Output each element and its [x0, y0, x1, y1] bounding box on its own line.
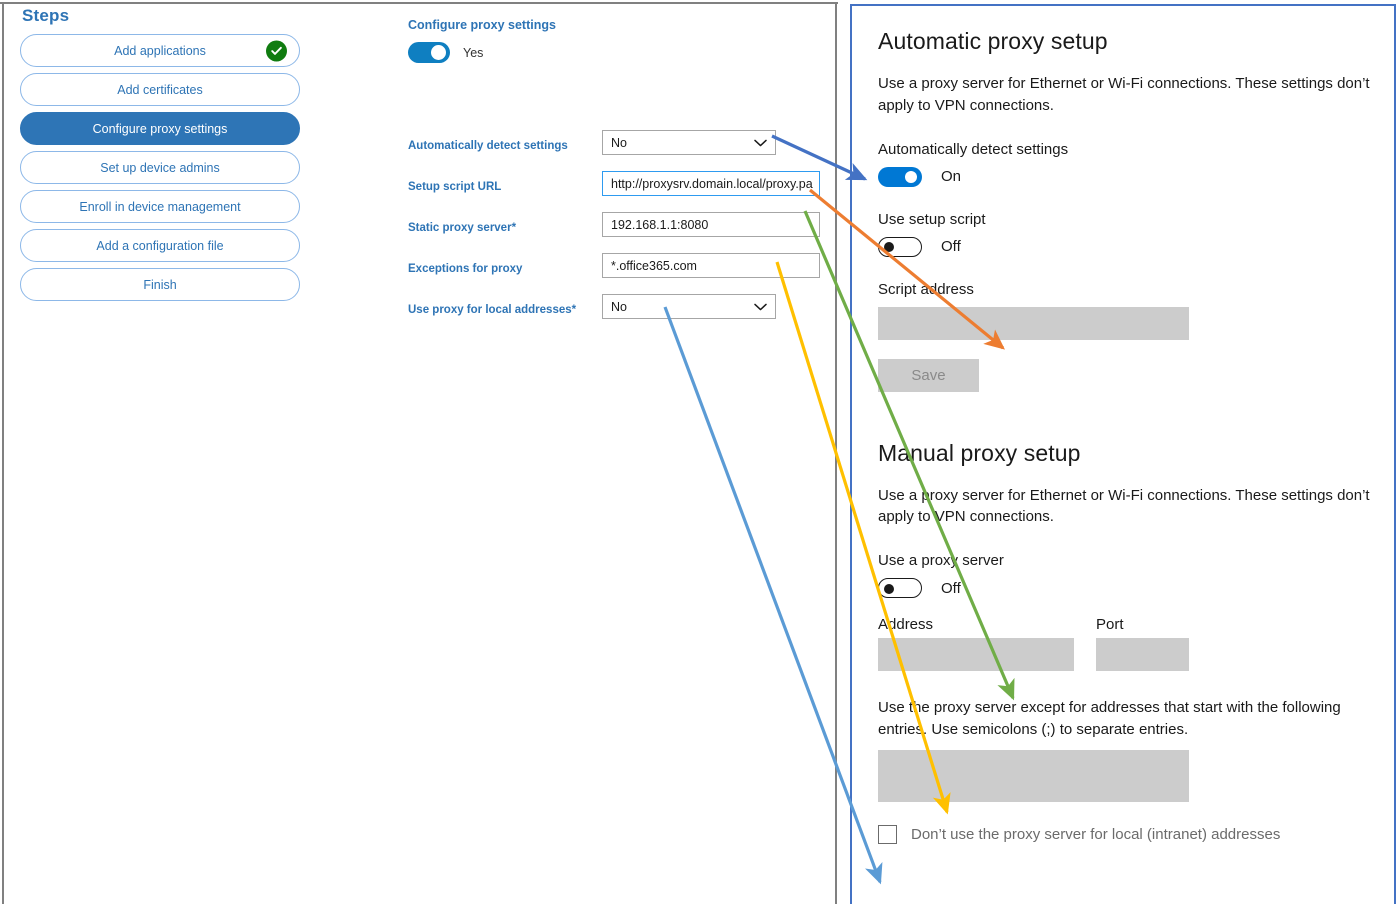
field-row-automatically-detect-settings: Automatically detect settings No — [408, 130, 828, 171]
use-setup-script-toggle-row: Off — [878, 236, 1378, 257]
use-proxy-for-local-addresses-select[interactable]: No — [602, 294, 776, 319]
exceptions-description: Use the proxy server except for addresse… — [878, 699, 1341, 738]
address-label: Address — [878, 616, 934, 633]
auto-detect-settings-toggle-row: On — [878, 166, 1378, 187]
select-value: No — [611, 135, 627, 150]
step-label: Finish — [143, 277, 177, 292]
exceptions-for-proxy-input[interactable]: *.office365.com — [602, 253, 820, 278]
automatically-detect-settings-select[interactable]: No — [602, 130, 776, 155]
arrow-use-proxy-local-addresses — [663, 306, 883, 885]
toggle-knob — [905, 170, 917, 183]
field-control: 192.168.1.1:8080 — [602, 212, 820, 237]
field-row-use-proxy-for-local-addresses: Use proxy for local addresses* No — [408, 294, 828, 335]
script-address-label: Script address — [878, 280, 974, 298]
form-field-list: Automatically detect settings No Setup s… — [408, 130, 828, 335]
use-setup-script-toggle[interactable] — [878, 236, 922, 257]
chevron-down-icon — [754, 303, 767, 310]
static-proxy-server-input[interactable]: 192.168.1.1:8080 — [602, 212, 820, 237]
configure-proxy-toggle[interactable] — [408, 42, 450, 63]
save-button[interactable]: Save — [878, 358, 979, 392]
field-label: Automatically detect settings — [408, 140, 568, 152]
toggle-knob — [884, 242, 894, 252]
step-label: Add applications — [114, 43, 206, 58]
step-item-configure-proxy-settings[interactable]: Configure proxy settings — [20, 112, 300, 145]
input-value: http://proxysrv.domain.local/proxy.pa — [611, 176, 813, 191]
address-column: Address — [878, 616, 1074, 671]
step-item-set-up-device-admins[interactable]: Set up device admins — [20, 151, 300, 184]
field-control: http://proxysrv.domain.local/proxy.pa — [602, 171, 820, 196]
field-control: No — [602, 130, 776, 155]
local-addresses-checkbox[interactable] — [878, 824, 897, 844]
exceptions-input[interactable] — [878, 749, 1189, 802]
chevron-down-icon — [754, 139, 767, 146]
field-row-setup-script-url: Setup script URL http://proxysrv.domain.… — [408, 171, 828, 212]
field-label: Exceptions for proxy — [408, 263, 523, 275]
step-label: Configure proxy settings — [92, 121, 228, 136]
frame-left-divider — [2, 2, 4, 904]
field-row-static-proxy-server: Static proxy server* 192.168.1.1:8080 — [408, 212, 828, 253]
toggle-knob — [884, 583, 894, 594]
use-setup-script-state: Off — [941, 238, 961, 255]
proxy-form-panel: Configure proxy settings Yes Automatical… — [408, 18, 828, 319]
auto-detect-settings-toggle[interactable] — [878, 166, 922, 187]
steps-title: Steps — [22, 6, 70, 25]
required-marker: * — [571, 304, 577, 316]
step-item-enroll-in-device-management[interactable]: Enroll in device management — [20, 190, 300, 223]
use-setup-script-label: Use setup script — [878, 210, 986, 228]
step-item-finish[interactable]: Finish — [20, 268, 300, 301]
step-item-add-applications[interactable]: Add applications — [20, 34, 300, 67]
form-heading: Configure proxy settings — [408, 18, 556, 32]
field-label: Setup script URL — [408, 181, 502, 193]
step-item-add-certificates[interactable]: Add certificates — [20, 73, 300, 106]
local-addresses-row: Don’t use the proxy server for local (in… — [878, 824, 1378, 844]
address-port-row: Address Port — [878, 616, 1378, 671]
frame-top-divider — [0, 2, 838, 4]
address-input[interactable] — [878, 638, 1074, 671]
step-item-add-a-configuration-file[interactable]: Add a configuration file — [20, 229, 300, 262]
use-a-proxy-server-toggle[interactable] — [878, 578, 922, 598]
field-label: Use proxy for local addresses* — [408, 304, 577, 316]
script-address-input[interactable] — [878, 306, 1189, 340]
input-value: 192.168.1.1:8080 — [611, 217, 709, 232]
configure-proxy-toggle-value: Yes — [463, 45, 484, 60]
step-label: Add certificates — [117, 82, 203, 97]
auto-detect-settings-label: Automatically detect settings — [878, 140, 1069, 158]
step-label: Set up device admins — [100, 160, 220, 175]
select-value: No — [611, 299, 627, 314]
port-input[interactable] — [1096, 638, 1189, 671]
automatic-proxy-setup-title: Automatic proxy setup — [878, 28, 1108, 54]
configure-proxy-toggle-row: Yes — [408, 42, 828, 63]
automatic-proxy-setup-description: Use a proxy server for Ethernet or Wi-Fi… — [878, 75, 1370, 114]
steps-panel: Steps Add applications Add certificates … — [20, 6, 302, 307]
field-row-exceptions-for-proxy: Exceptions for proxy *.office365.com — [408, 253, 828, 294]
port-label: Port — [1096, 616, 1124, 633]
use-a-proxy-server-state: Off — [941, 579, 961, 597]
input-value: *.office365.com — [611, 258, 697, 273]
required-marker: * — [511, 222, 517, 234]
settings-content: Automatic proxy setup Use a proxy server… — [878, 6, 1378, 844]
use-a-proxy-server-label: Use a proxy server — [878, 552, 1004, 569]
port-column: Port — [1096, 616, 1189, 671]
windows-proxy-settings-pane: Automatic proxy setup Use a proxy server… — [850, 4, 1396, 904]
field-label: Static proxy server* — [408, 222, 517, 234]
use-a-proxy-server-toggle-row: Off — [878, 578, 1378, 598]
frame-middle-divider — [835, 2, 837, 904]
manual-proxy-setup-title: Manual proxy setup — [878, 439, 1081, 466]
field-control: No — [602, 294, 776, 319]
toggle-knob — [431, 45, 446, 60]
step-label: Add a configuration file — [96, 238, 224, 253]
check-circle-icon — [266, 40, 287, 61]
step-label: Enroll in device management — [79, 199, 241, 214]
setup-script-url-input[interactable]: http://proxysrv.domain.local/proxy.pa — [602, 171, 820, 196]
auto-detect-settings-state: On — [941, 168, 962, 185]
local-addresses-label: Don’t use the proxy server for local (in… — [911, 825, 1281, 843]
field-control: *.office365.com — [602, 253, 820, 278]
manual-proxy-setup-description: Use a proxy server for Ethernet or Wi-Fi… — [878, 486, 1370, 526]
